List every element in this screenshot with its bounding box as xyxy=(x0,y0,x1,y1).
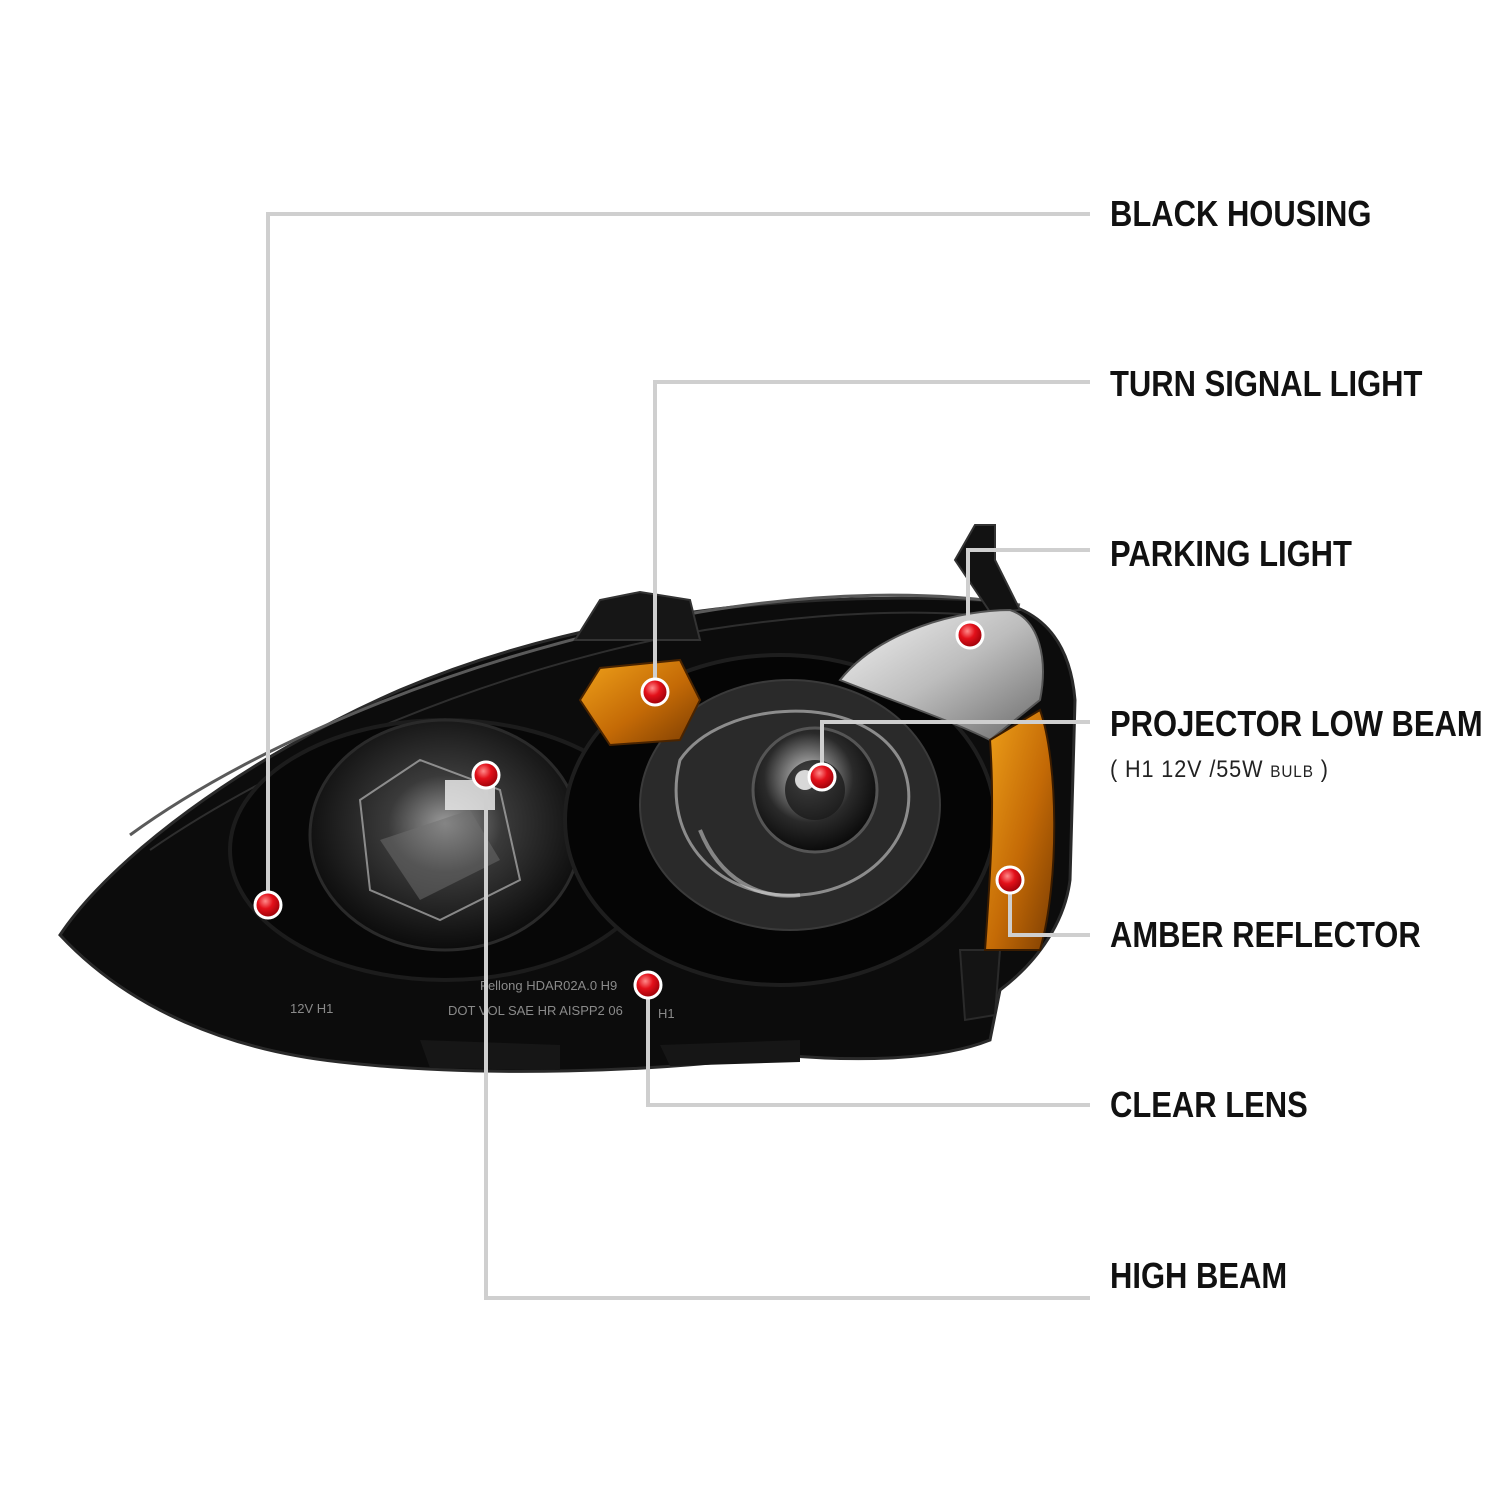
leader-lines xyxy=(266,212,1090,1300)
marker-high-beam xyxy=(471,760,501,790)
callout-turn-signal-light: TURN SIGNAL LIGHT xyxy=(1110,363,1423,404)
amber-reflector-lens xyxy=(983,708,1056,951)
lens-marking-right: H1 xyxy=(658,1006,675,1021)
lens-markings: 12V H1 Fellong HDAR02A.0 H9 DOT VOL SAE … xyxy=(290,978,675,1021)
lens-marking-left: 12V H1 xyxy=(290,1001,333,1016)
marker-projector xyxy=(807,762,837,792)
callout-high-beam: HIGH BEAM xyxy=(1110,1255,1288,1296)
leader-high-beam xyxy=(484,773,1090,1300)
callout-clear-lens: CLEAR LENS xyxy=(1110,1084,1308,1125)
bulb-spec-word: BULB xyxy=(1270,762,1314,781)
marker-parking-light xyxy=(955,620,985,650)
callout-black-housing: BLACK HOUSING xyxy=(1110,193,1372,234)
leader-projector xyxy=(820,720,1090,777)
marker-turn-signal xyxy=(640,677,670,707)
marker-amber-reflector xyxy=(995,865,1025,895)
leader-amber-reflector xyxy=(1008,878,1090,937)
leader-clear-lens xyxy=(646,983,1090,1107)
lens-marking-brand: Fellong HDAR02A.0 H9 xyxy=(480,978,617,993)
bulb-spec-open: ( H1 12V /55W xyxy=(1110,756,1271,783)
callout-parking-light: PARKING LIGHT xyxy=(1110,533,1352,574)
marker-black-housing xyxy=(253,890,283,920)
parking-light-lens xyxy=(838,608,1044,742)
lens-marking-dot: DOT VOL SAE HR AISPP2 06 xyxy=(448,1003,623,1018)
leader-turn-signal xyxy=(653,380,1090,690)
callout-projector-low-beam: PROJECTOR LOW BEAM xyxy=(1110,703,1483,744)
leader-black-housing xyxy=(266,212,1090,907)
marker-clear-lens xyxy=(633,970,663,1000)
callout-markers xyxy=(253,620,1025,1000)
callout-projector-bulb-spec: ( H1 12V /55W BULB ) xyxy=(1110,756,1329,784)
turn-signal-lens xyxy=(578,658,702,747)
high-beam-assembly xyxy=(228,718,662,982)
bulb-spec-close: ) xyxy=(1313,756,1329,783)
leader-parking-light xyxy=(966,548,1090,637)
callout-amber-reflector: AMBER REFLECTOR xyxy=(1110,914,1421,955)
